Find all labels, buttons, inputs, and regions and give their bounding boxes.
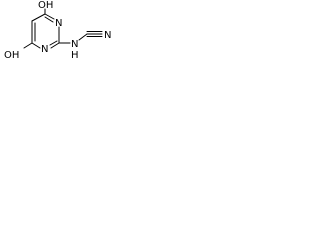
bond-c6-ohb [23, 42, 33, 49]
atom-n-ring-lower: N [41, 44, 48, 55]
atom-n-ring-upper: N [55, 18, 62, 29]
bond-n3-c4 [44, 13, 55, 20]
atom-oh-bottom: OH [4, 50, 19, 61]
bond-c4-c5 [31, 13, 46, 22]
bond-n1-c2-double [49, 40, 58, 46]
atom-oh-top: OH [38, 0, 53, 11]
atom-n-nitrile: N [104, 30, 111, 41]
bonds [23, 8, 103, 49]
chemical-structure-diagram: OH OH N N N H N [4, 0, 111, 61]
bond-n3-c4-double [44, 16, 54, 23]
atom-n-amine: N [71, 39, 78, 50]
atom-h-amine: H [71, 50, 79, 61]
bond-nh-c [78, 33, 88, 41]
bond-c6-n1 [31, 42, 41, 49]
bond-n1-c2 [50, 42, 60, 49]
